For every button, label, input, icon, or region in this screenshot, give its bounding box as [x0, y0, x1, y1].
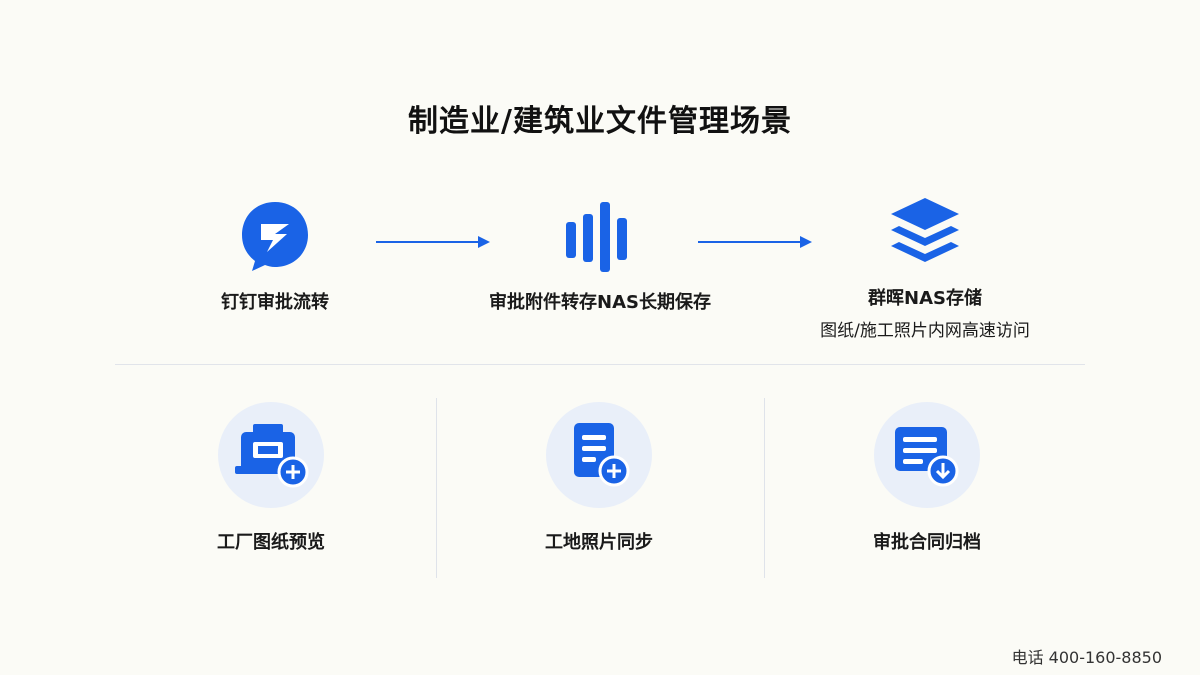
layers-icon: [891, 198, 959, 262]
document-download-icon: [895, 427, 959, 487]
bar-chart-icon: [566, 202, 627, 272]
printer-add-icon: [235, 424, 309, 488]
card-icon-circle: [546, 402, 652, 508]
page-title: 制造业/建筑业文件管理场景: [408, 104, 792, 139]
card-label-3: 审批合同归档: [873, 532, 981, 553]
section-divider: [115, 364, 1085, 365]
card-icon-circle: [218, 402, 324, 508]
card-site-photos: 工地照片同步: [499, 402, 699, 554]
flow-node-dingtalk: 钉钉审批流转: [190, 198, 360, 314]
document-add-icon: [574, 423, 630, 487]
flow-sublabel-3: 图纸/施工照片内网高速访问: [820, 321, 1030, 341]
flow-label-2: 审批附件转存NAS长期保存: [489, 292, 711, 313]
flow-arrow-1: [376, 236, 490, 248]
card-factory-drawings: 工厂图纸预览: [171, 402, 371, 554]
phone-number: 电话 400-160-8850: [1011, 648, 1162, 667]
flow-label-1: 钉钉审批流转: [221, 292, 329, 313]
flow-label-3: 群晖NAS存储: [868, 288, 982, 309]
flow-node-transfer: 审批附件转存NAS长期保存: [470, 200, 730, 314]
flow-arrow-2: [698, 236, 812, 248]
column-divider-2: [764, 398, 765, 578]
card-label-2: 工地照片同步: [545, 532, 653, 553]
column-divider-1: [436, 398, 437, 578]
card-icon-circle: [874, 402, 980, 508]
dingtalk-icon: [242, 202, 308, 271]
card-contract-archive: 审批合同归档: [827, 402, 1027, 554]
flow-node-nas: 群晖NAS存储 图纸/施工照片内网高速访问: [790, 196, 1060, 341]
card-label-1: 工厂图纸预览: [217, 532, 325, 553]
